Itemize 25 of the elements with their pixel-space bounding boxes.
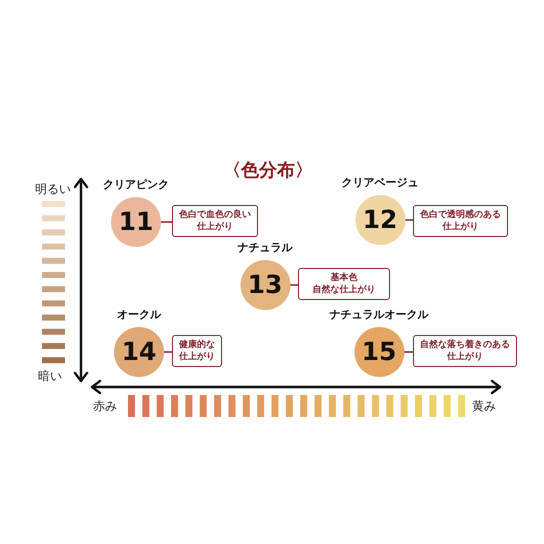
- description-callout: 基本色 自然な仕上がり: [298, 268, 390, 300]
- description-callout: 色白で透明感のある仕上がり: [413, 205, 508, 237]
- axis-label: 赤み: [93, 399, 117, 413]
- connector-line: [164, 351, 172, 353]
- connector-line: [404, 351, 413, 353]
- shade-circle: 12: [355, 195, 405, 245]
- connector-line: [290, 284, 298, 286]
- chart-title: 〈色分布〉: [223, 161, 313, 181]
- shade-name: ナチュラル: [238, 241, 292, 254]
- shade-circle: 15: [354, 327, 404, 377]
- connector-line: [405, 219, 413, 221]
- description-callout: 健康的な仕上がり: [172, 335, 222, 367]
- description-callout: 色白で血色の良い仕上がり: [172, 205, 258, 237]
- axis-label: 黄み: [472, 399, 496, 413]
- shade-name: クリアピンク: [103, 178, 169, 191]
- shade-name: ナチュラルオークル: [330, 308, 428, 321]
- shade-name: クリアベージュ: [342, 176, 418, 189]
- shade-circle: 11: [111, 197, 161, 247]
- description-callout: 自然な落ち着きのある仕上がり: [413, 335, 517, 367]
- shade-circle: 14: [114, 327, 164, 377]
- axis-label: 暗い: [38, 369, 62, 383]
- axis-label: 明るい: [35, 182, 71, 196]
- connector-line: [161, 221, 172, 223]
- shade-name: オークル: [117, 308, 161, 321]
- shade-circle: 13: [240, 260, 290, 310]
